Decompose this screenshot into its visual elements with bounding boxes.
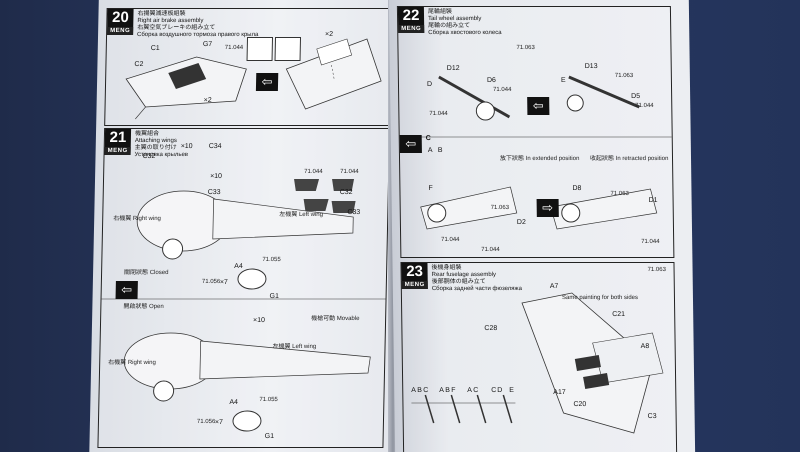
- step-23-panel: 23 MENG 後機身組裝 Rear fuselage assembly 後部胴…: [400, 262, 678, 452]
- part-c3: C3: [647, 413, 657, 420]
- part-a8: A8: [640, 343, 650, 350]
- part-c33-a: C33: [207, 189, 221, 196]
- part-c32-b: C32: [339, 189, 353, 196]
- part-a7: A7: [549, 283, 559, 290]
- sub-c-1: C: [423, 387, 429, 394]
- paint-code-2: 71.044: [493, 87, 512, 93]
- arrow-right-icon: ⇨: [536, 199, 559, 217]
- part-c2: C2: [134, 61, 144, 68]
- paint-code-10: 71.044: [641, 239, 660, 245]
- part-a: A: [427, 147, 433, 154]
- part-a4-a: A4: [234, 263, 243, 270]
- qty-x10-b: ×10: [210, 173, 223, 180]
- part-f: F: [428, 185, 433, 192]
- paint-code-3: 71.044: [429, 111, 448, 117]
- paint-code-2: 71.044: [340, 169, 359, 175]
- part-g1-a: G1: [269, 293, 280, 300]
- air-brake-drawing: [125, 38, 382, 120]
- paint-code-3: 71.055: [262, 257, 281, 263]
- part-c1: C1: [150, 45, 160, 52]
- sub-a-2: A: [439, 387, 444, 394]
- arrow-left-icon: ⇦: [527, 97, 550, 115]
- step-22-panel: 22 MENG 尾輪組裝 Tail wheel assembly 尾輪の組み立て…: [396, 6, 675, 258]
- part-e: E: [560, 77, 566, 84]
- qty-x10-c: ×10: [253, 317, 266, 324]
- sub-b-1: B: [417, 387, 422, 394]
- label-left-wing-a: 左機翼 Left wing: [279, 212, 324, 218]
- part-c32-a: C32: [142, 153, 156, 160]
- paint-code-4: 71.056: [201, 279, 221, 285]
- part-d: D: [426, 81, 433, 88]
- qty-x7-a: ×7: [219, 279, 228, 286]
- part-d6: D6: [486, 77, 496, 84]
- qty-x2-b: ×2: [325, 31, 334, 38]
- paint-code-5: 71.055: [259, 397, 278, 403]
- part-d1: D1: [648, 197, 658, 204]
- label-closed: 關閉狀態 Closed: [124, 270, 169, 276]
- sub-d-4: D: [497, 387, 503, 394]
- part-d12: D12: [446, 65, 460, 72]
- sub-e-5: E: [509, 387, 514, 394]
- part-b: B: [437, 147, 443, 154]
- wing-attach-drawing: [101, 179, 386, 432]
- part-c34: C34: [208, 143, 222, 150]
- arrow-left-icon: ⇦: [115, 281, 138, 299]
- sub-a-1: A: [411, 387, 416, 394]
- label-right-wing-a: 右機翼 Right wing: [113, 216, 161, 222]
- step-21-panel: 21 MENG 機翼組合 Attaching wings 主翼の取り付け Уст…: [97, 128, 391, 448]
- right-instruction-page: 22 MENG 尾輪組裝 Tail wheel assembly 尾輪の組み立て…: [388, 0, 696, 452]
- sub-a-3: A: [467, 387, 472, 394]
- label-right-wing-b: 右機翼 Right wing: [108, 360, 156, 366]
- part-g7: G7: [202, 41, 213, 48]
- qty-x10-a: ×10: [180, 143, 193, 150]
- paint-code-8: 71.044: [481, 247, 500, 253]
- step-20-panel: 20 MENG 右揚翼減速板組裝 Right air brake assembl…: [104, 8, 393, 126]
- qty-x7-b: ×7: [214, 419, 224, 426]
- sub-b-2: B: [445, 387, 450, 394]
- part-c20: C20: [573, 401, 587, 408]
- label-open: 開啟狀態 Open: [123, 304, 164, 310]
- state-retracted: 收起狀態 In retracted position: [589, 156, 669, 162]
- paint-code-9: 71.063: [610, 191, 629, 197]
- part-g1-b: G1: [264, 433, 275, 440]
- part-c28: C28: [484, 325, 498, 332]
- label-left-wing-b: 左機翼 Left wing: [272, 344, 317, 350]
- label-movable: 機槍可動 Movable: [311, 316, 360, 322]
- part-d5: D5: [631, 93, 641, 100]
- part-a4-b: A4: [229, 399, 239, 406]
- part-a17: A17: [553, 389, 566, 396]
- paint-code: 71.044: [224, 45, 244, 51]
- arrow-left-icon: ⇦: [255, 73, 279, 91]
- part-d13: D13: [584, 63, 598, 70]
- paint-code-6: 71.056: [196, 419, 216, 425]
- part-d8: D8: [572, 185, 582, 192]
- paint-code-4: 71.063: [614, 73, 634, 79]
- paint-code: 71.063: [647, 267, 666, 273]
- closed-state-box: [246, 37, 274, 61]
- tail-wheel-drawing: [399, 75, 672, 230]
- open-state-box: [274, 37, 302, 61]
- part-c: C: [425, 135, 431, 142]
- painting-note: Same painting for both sides: [561, 295, 639, 301]
- part-c33-b: C33: [347, 209, 361, 216]
- left-instruction-page: 20 MENG 右揚翼減速板組裝 Right air brake assembl…: [89, 0, 399, 452]
- sub-c-3: C: [473, 387, 479, 394]
- part-c21: C21: [612, 311, 626, 318]
- state-extended: 放下狀態 In extended position: [499, 156, 580, 162]
- sub-c-4: C: [491, 387, 497, 394]
- paint-code-1: 71.063: [516, 45, 535, 51]
- paint-code-7: 71.044: [441, 237, 460, 243]
- arrow-left-icon-2: ⇦: [399, 135, 422, 153]
- paint-code-1: 71.044: [304, 169, 323, 175]
- part-d2: D2: [516, 219, 526, 226]
- rear-fuselage-drawing: [411, 292, 664, 434]
- paint-code-5: 71.044: [635, 103, 654, 109]
- sub-f-2: F: [451, 387, 456, 394]
- qty-x2-a: ×2: [203, 97, 212, 104]
- paint-code-6: 71.063: [490, 205, 510, 211]
